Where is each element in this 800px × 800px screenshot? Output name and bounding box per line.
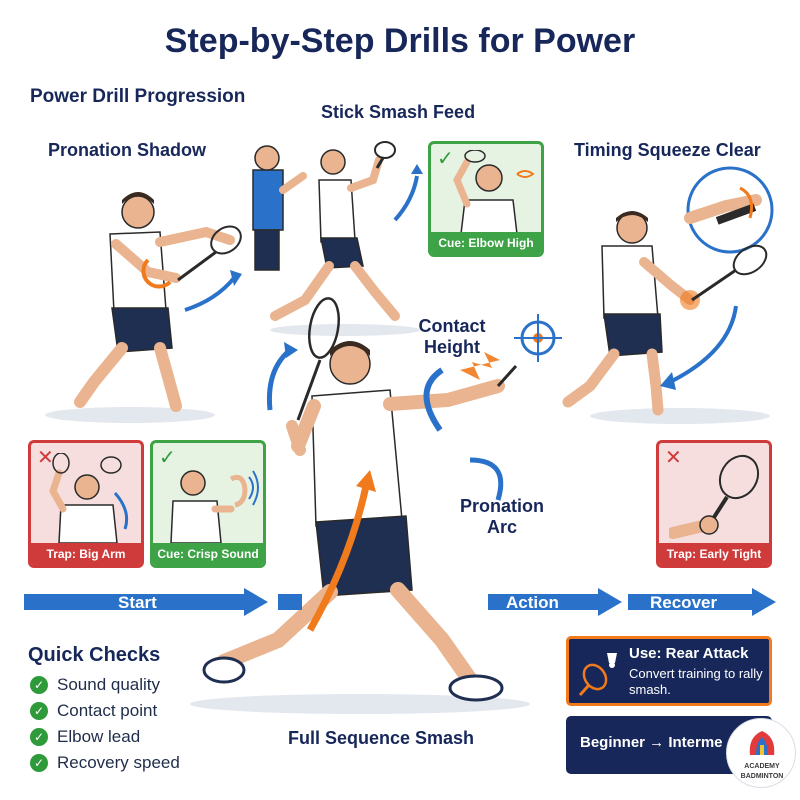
check-icon: ✓ [437, 148, 454, 170]
crisp-sound-figure [170, 470, 259, 543]
quick-check-label: Sound quality [57, 675, 161, 694]
drill-label-stick-smash-feed: Stick Smash Feed [321, 102, 476, 122]
pronation-arc-line2: Arc [486, 517, 517, 537]
annotation-contact-height: Contact Height [412, 316, 492, 358]
cross-icon: ✕ [37, 447, 54, 469]
quick-check-label: Recovery speed [57, 753, 180, 772]
card-caption: Cue: Crisp Sound [153, 543, 263, 565]
rear-attack-title: Use: Rear Attack [629, 645, 749, 662]
quick-check-item: ✓ Elbow lead [30, 724, 180, 750]
stage-arrow-band [24, 588, 776, 616]
quick-checks-list: ✓ Sound quality ✓ Contact point ✓ Elbow … [30, 672, 180, 776]
page-title: Step-by-Step Drills for Power [164, 22, 636, 60]
cross-icon: ✕ [665, 447, 682, 469]
card-caption: Cue: Elbow High [431, 232, 541, 254]
contact-height-line2: Height [424, 337, 480, 357]
check-icon: ✓ [30, 728, 48, 746]
rear-attack-body: Convert training to rally smash. [629, 666, 763, 697]
quick-check-item: ✓ Contact point [30, 698, 180, 724]
logo-emblem-icon [749, 731, 775, 755]
check-icon: ✓ [30, 702, 48, 720]
stage-start: Start [118, 593, 157, 612]
section-title: Power Drill Progression [30, 86, 246, 107]
quick-check-label: Contact point [57, 701, 158, 720]
level-text: Beginner → Interme [580, 734, 723, 751]
drill-label-pronation-shadow: Pronation Shadow [48, 140, 207, 160]
early-tight-grip-figure [669, 454, 760, 539]
rear-attack-box: Use: Rear Attack Convert training to ral… [566, 636, 772, 706]
pronation-arc-line1: Pronation [460, 496, 544, 516]
cue-card-crisp-sound: ✓ Cue: Crisp Sound [150, 440, 266, 568]
stick-smash-feed-illustration [252, 141, 423, 336]
stage-action: Action [506, 593, 559, 612]
logo-text-line2: BADMINTON [740, 773, 784, 780]
academy-logo: ACADEMY BADMINTON [726, 718, 796, 788]
card-caption: Trap: Early Tight Grip [659, 543, 769, 565]
quick-checks-title: Quick Checks [28, 644, 161, 666]
pronation-shadow-illustration [45, 192, 242, 423]
contact-height-line1: Contact [418, 316, 486, 336]
trap-card-big-arm-swing: ✕ Trap: Big Arm Swing [28, 440, 144, 568]
drill-label-full-sequence-smash: Full Sequence Smash [288, 728, 475, 748]
big-arm-swing-figure [49, 453, 129, 543]
drill-label-timing-squeeze-clear: Timing Squeeze Clear [574, 140, 761, 160]
card-caption: Trap: Big Arm Swing [31, 543, 141, 565]
cue-card-elbow-high: ✓ Cue: Elbow High [428, 141, 544, 257]
full-sequence-smash-illustration [190, 297, 530, 714]
stage-recover: Recover [650, 593, 718, 612]
check-icon: ✓ [30, 676, 48, 694]
trap-card-early-tight-grip: ✕ Trap: Early Tight Grip [656, 440, 772, 568]
check-icon: ✓ [159, 447, 176, 469]
elbow-high-figure [453, 150, 535, 234]
timing-squeeze-clear-illustration [562, 166, 774, 424]
quick-check-label: Elbow lead [57, 727, 141, 746]
quick-check-item: ✓ Recovery speed [30, 750, 180, 776]
quick-check-item: ✓ Sound quality [30, 672, 180, 698]
racket-shuttle-icon [578, 653, 617, 697]
target-icon [514, 314, 562, 362]
logo-text-line1: ACADEMY [744, 763, 780, 770]
check-icon: ✓ [30, 754, 48, 772]
annotation-pronation-arc: Pronation Arc [452, 496, 552, 538]
